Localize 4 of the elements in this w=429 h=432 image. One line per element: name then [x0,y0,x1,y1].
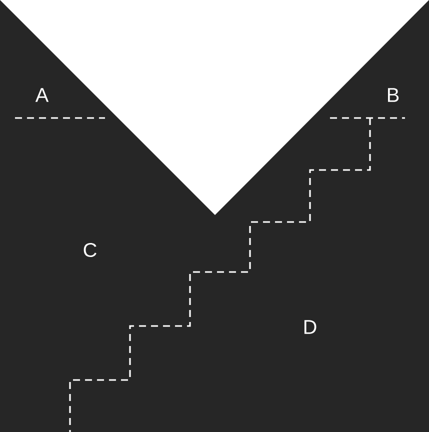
region-label: D [304,320,316,334]
region-label: A [35,88,49,102]
region-label: B [388,88,399,102]
region-label: C [84,242,96,258]
